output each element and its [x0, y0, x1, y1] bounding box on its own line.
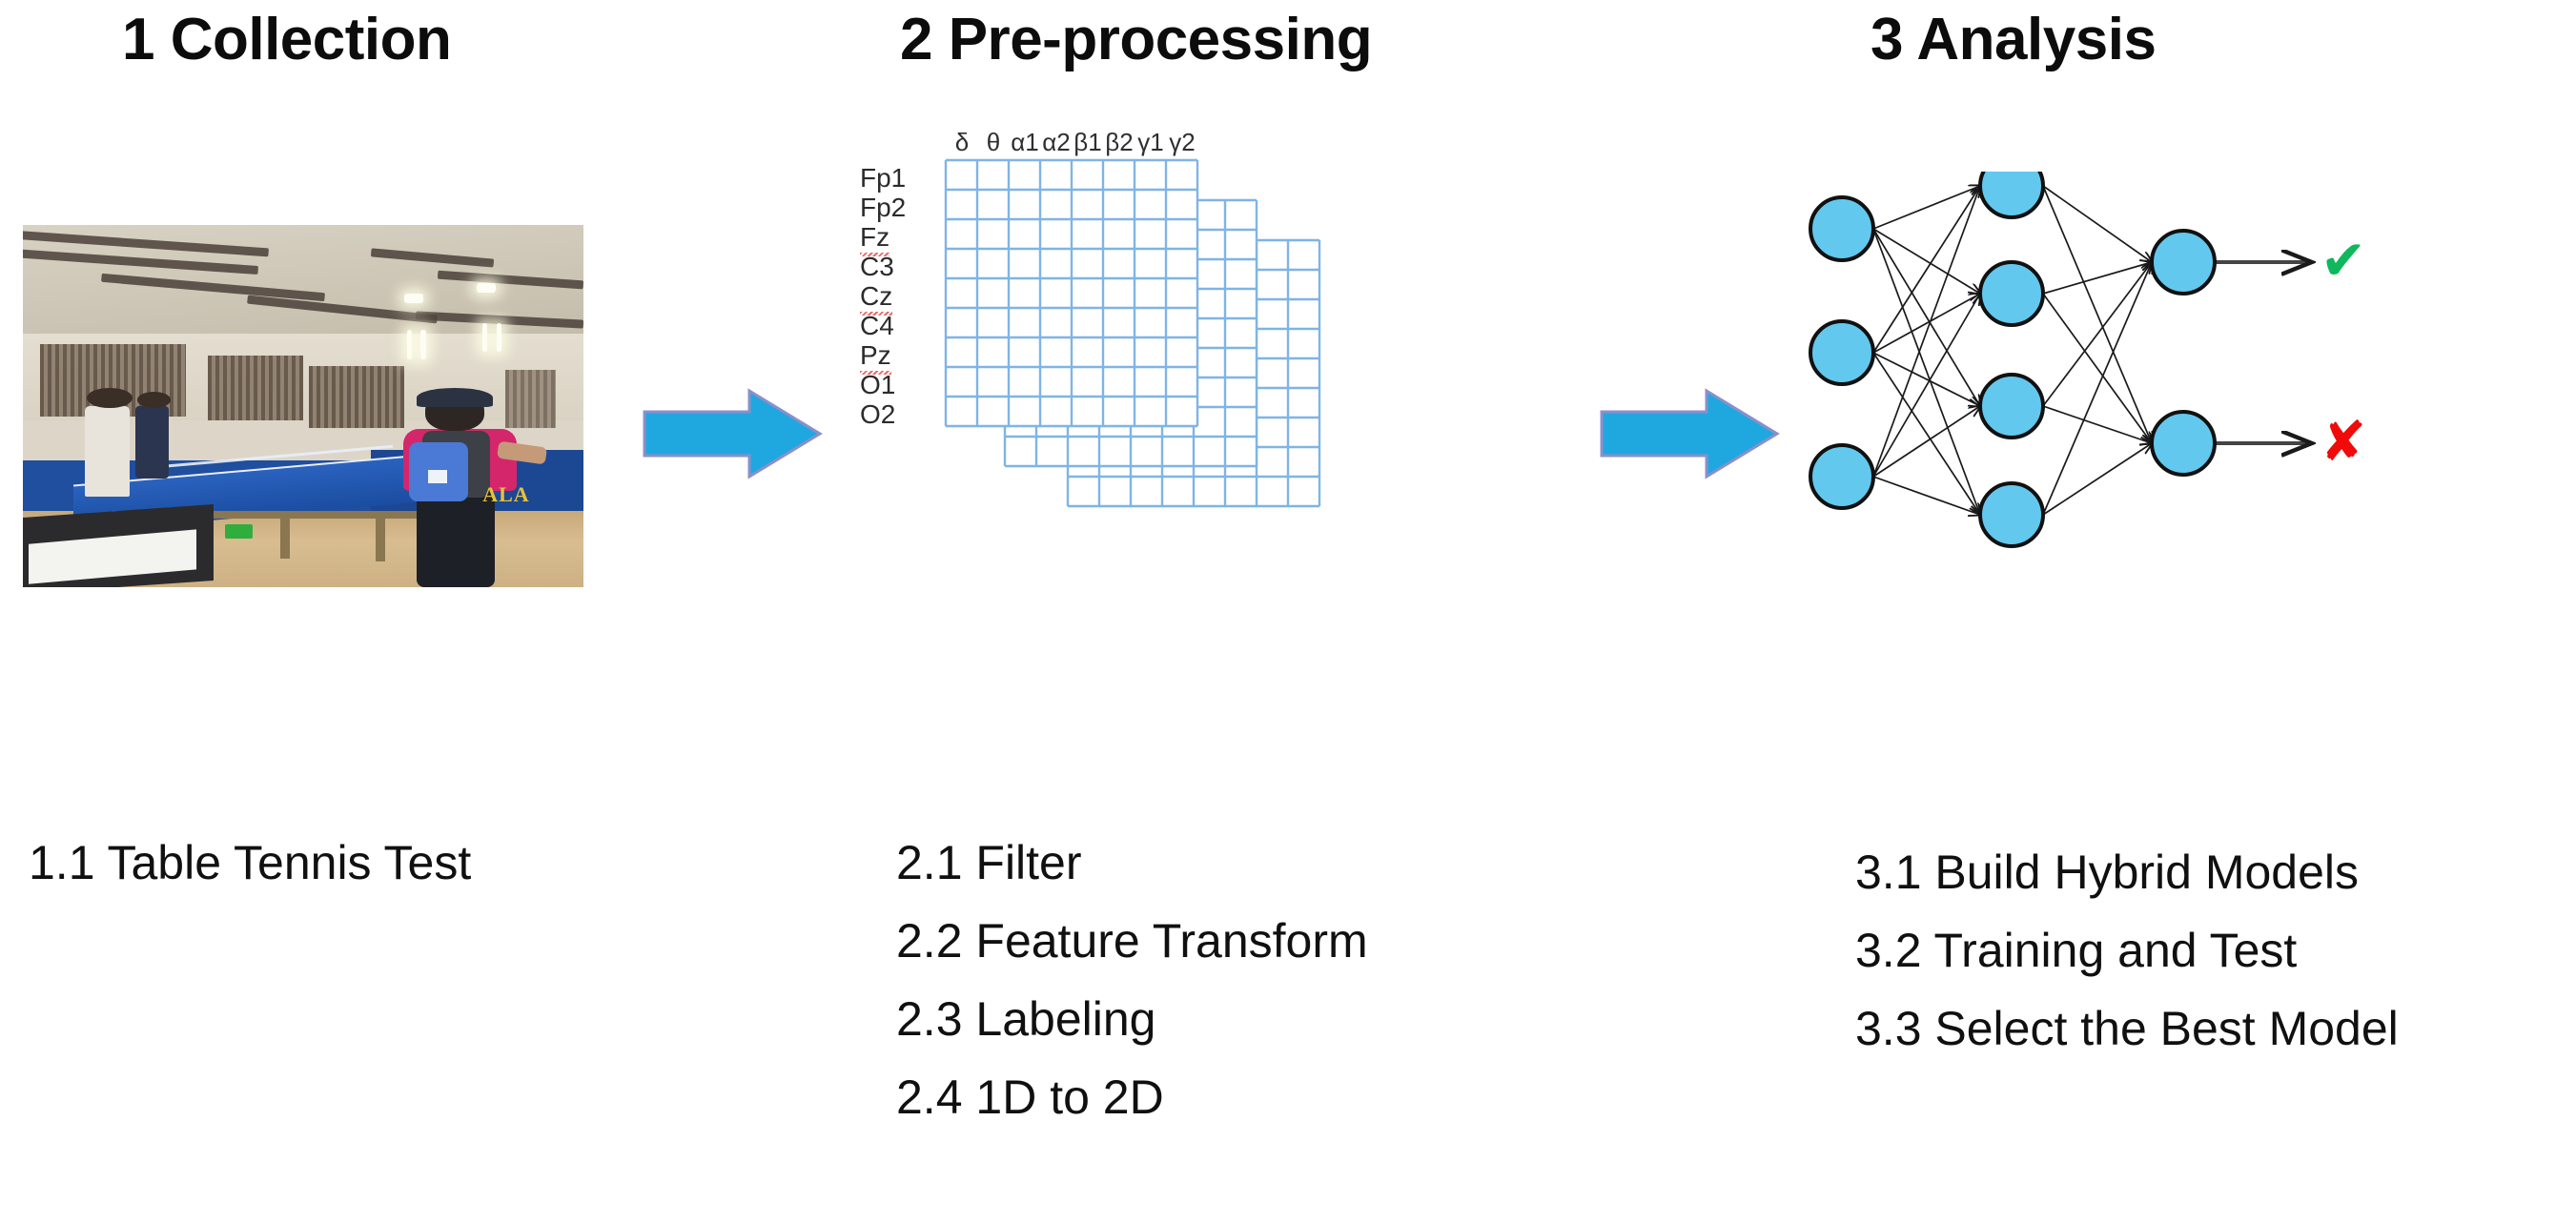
- nn-node-hidden-layer: [1978, 481, 2045, 548]
- steps-list-collection: 1.1 Table Tennis Test: [29, 839, 471, 917]
- photo-far-player-2-head: [136, 391, 171, 408]
- step-item: 2.4 1D to 2D: [896, 1070, 1164, 1124]
- nn-edge: [1872, 352, 1980, 406]
- matrix-row-header: Pz: [860, 340, 891, 375]
- matrix-row-header: Fp1: [860, 163, 907, 193]
- steps-list-analysis: 3.1 Build Hybrid Models 3.2 Training and…: [1855, 848, 2399, 1083]
- section-heading-analysis: 3 Analysis: [1871, 7, 2157, 72]
- connector-arrow-2: [1594, 381, 1785, 486]
- connector-arrow-1: [637, 381, 828, 486]
- matrix-row-header: C4: [860, 311, 894, 340]
- matrix-column-header: δ: [954, 128, 970, 156]
- nn-node-output-layer: [2150, 229, 2217, 296]
- matrix-row-header: O1: [860, 370, 896, 399]
- photo-wall-grill: [208, 355, 303, 421]
- neural-network-diagram: ✔✘: [1792, 153, 2460, 610]
- photo-strip-light: [482, 322, 488, 352]
- table-tennis-photo: ALA: [23, 225, 583, 587]
- photo-wall-logo: ALA: [482, 481, 530, 506]
- matrix-layer-back: [944, 158, 1199, 428]
- photo-far-player: [84, 388, 133, 497]
- photo-table-frame: [112, 511, 421, 519]
- nn-node-hidden-layer: [1978, 260, 2045, 327]
- section-heading-collection: 1 Collection: [122, 7, 452, 72]
- matrix-column-header: α1: [1011, 128, 1039, 156]
- matrix-row-header: Cz: [860, 281, 893, 316]
- matrix-row-header: Fz: [860, 222, 890, 256]
- step-item: 3.2 Training and Test: [1855, 924, 2298, 977]
- nn-node-input-layer: [1809, 319, 1875, 386]
- photo-backpack-tag: [427, 469, 447, 484]
- step-item: 1.1 Table Tennis Test: [29, 836, 472, 889]
- matrix-column-header: β2: [1105, 128, 1134, 156]
- photo-strip-light: [406, 330, 413, 359]
- photo-far-player-head: [87, 388, 133, 408]
- photo-strip-light: [420, 330, 426, 359]
- nn-edge: [1872, 294, 1980, 478]
- photo-ceiling-lamp: [403, 294, 423, 304]
- photo-near-player: [393, 387, 547, 587]
- step-item: 2.1 Filter: [896, 836, 1082, 889]
- nn-edge: [1872, 186, 1980, 354]
- photo-ceiling-lamp: [477, 282, 497, 293]
- photo-far-player-2: [134, 391, 171, 479]
- matrix-column-header: α2: [1042, 128, 1071, 156]
- step-item: 2.3 Labeling: [896, 992, 1156, 1046]
- nn-output-cross-icon: ✘: [2320, 409, 2367, 474]
- step-item: 3.1 Build Hybrid Models: [1855, 846, 2360, 899]
- photo-strip-light: [496, 322, 502, 352]
- nn-node-input-layer: [1809, 195, 1875, 262]
- matrix-column-header: β1: [1073, 128, 1102, 156]
- nn-edge: [1872, 186, 1980, 478]
- nn-edge: [2042, 185, 2152, 443]
- matrix-column-header: θ: [986, 128, 1001, 156]
- nn-output-check-icon: ✔: [2320, 228, 2367, 293]
- nn-edge: [1872, 476, 1980, 515]
- photo-table-leg: [376, 515, 385, 562]
- nn-edge: [2042, 405, 2152, 443]
- photo-green-box: [224, 523, 254, 539]
- matrix-row-header: C3: [860, 252, 894, 281]
- nn-edge: [1872, 406, 1980, 478]
- nn-edge: [2042, 293, 2152, 443]
- nn-edge: [1872, 228, 1980, 406]
- nn-edge: [2042, 262, 2152, 295]
- photo-table-leg: [280, 511, 290, 559]
- section-heading-pre-processing: 2 Pre-processing: [900, 7, 1373, 72]
- photo-wall-grill: [308, 366, 404, 428]
- nn-edge: [2042, 262, 2152, 516]
- matrix-column-header: γ2: [1169, 128, 1196, 156]
- matrix-row-header: O2: [860, 399, 896, 429]
- nn-edge: [2042, 262, 2152, 407]
- photo-wall-grill: [504, 370, 556, 428]
- nn-edge: [2042, 185, 2152, 262]
- nn-node-hidden-layer: [1978, 153, 2045, 219]
- nn-edge: [1872, 352, 1980, 515]
- steps-list-pre-processing: 2.1 Filter 2.2 Feature Transform 2.3 Lab…: [896, 839, 1368, 1152]
- nn-edge: [2042, 443, 2152, 516]
- nn-edge: [1872, 228, 1980, 515]
- matrix-row-header: Fp2: [860, 193, 907, 222]
- step-item: 2.2 Feature Transform: [896, 914, 1368, 968]
- nn-node-input-layer: [1809, 443, 1875, 510]
- photo-player-eeg-cap: [417, 387, 493, 408]
- nn-node-hidden-layer: [1978, 373, 2045, 439]
- nn-node-output-layer: [2150, 410, 2217, 477]
- nn-edge: [1872, 228, 1980, 294]
- photo-player-pants: [417, 489, 496, 587]
- step-item: 3.3 Select the Best Model: [1855, 1002, 2399, 1055]
- nn-edge: [1872, 186, 1980, 230]
- nn-edge: [1872, 294, 1980, 354]
- matrix-column-header: γ1: [1137, 128, 1164, 156]
